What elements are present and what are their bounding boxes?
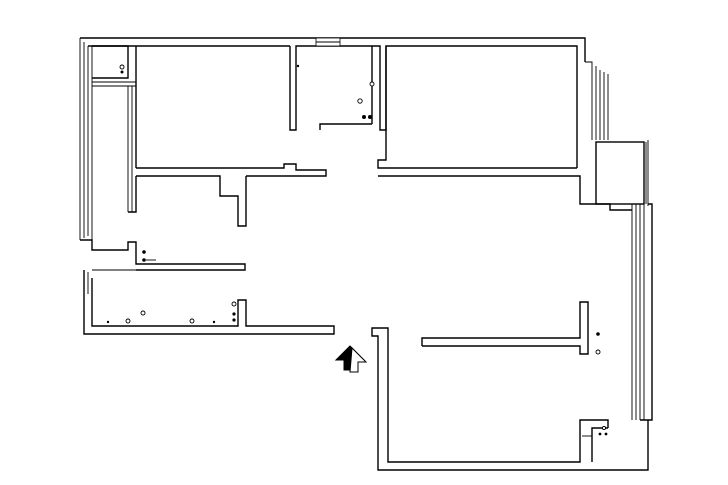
arrow-up-icon	[334, 345, 368, 373]
bedroom-top-right	[377, 46, 632, 211]
bay-window-right	[585, 61, 649, 206]
bedroom-top-left	[136, 163, 327, 227]
partition-wall-middle-right	[421, 301, 589, 355]
fixtures	[106, 64, 608, 436]
kitchen-bottom-left	[83, 269, 335, 335]
exterior-walls	[79, 37, 586, 271]
exterior-wall-right	[371, 203, 653, 471]
bathroom-bottom-right	[582, 427, 608, 462]
bathroom-top-middle	[315, 37, 373, 130]
